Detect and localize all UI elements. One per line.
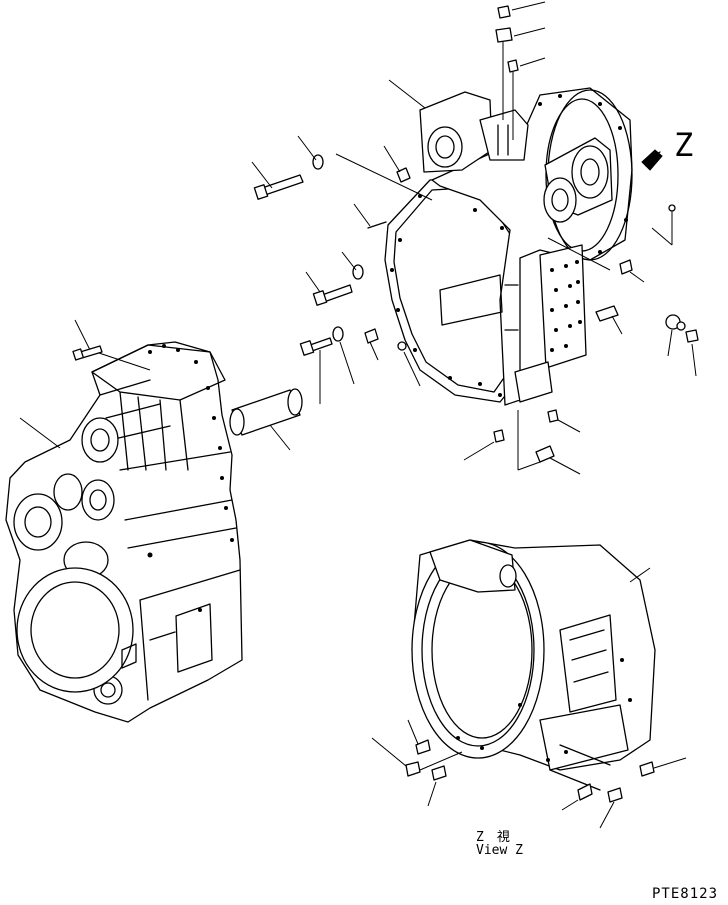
transmission-case-left [5, 341, 243, 723]
torque-converter-housing [384, 87, 633, 406]
view-z-housing [411, 539, 656, 791]
view-z-caption-en: View Z [476, 843, 523, 858]
view-z-caption-jp: Z 視 [476, 830, 510, 845]
valve-plate-holes [550, 260, 582, 352]
view-z-fasteners [371, 567, 687, 829]
view-z-marker: Z [674, 126, 694, 164]
left-leaders [19, 319, 151, 449]
drawing-code: PTE8123 [652, 886, 719, 902]
upper-right-fasteners [251, 1, 699, 475]
case-bolt-holes [148, 344, 234, 542]
cylinder-sleeve [229, 388, 303, 451]
